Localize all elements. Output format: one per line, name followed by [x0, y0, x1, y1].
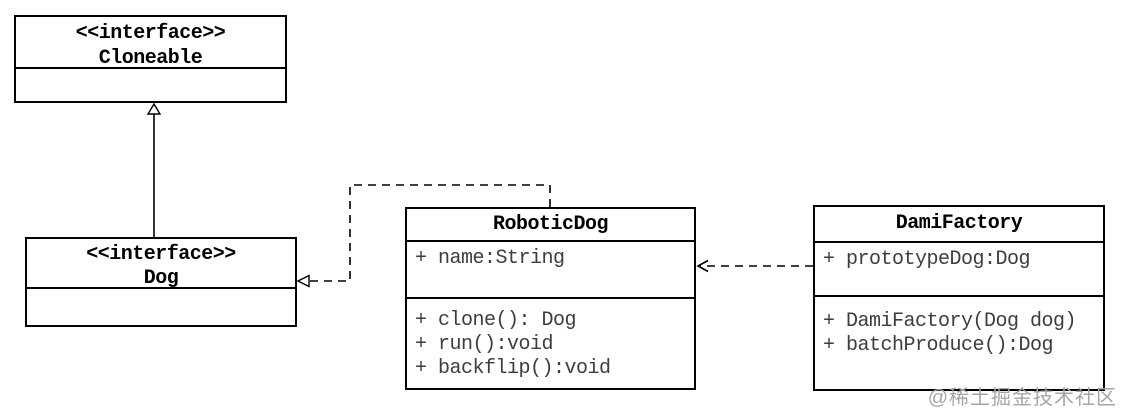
hollow-triangle-arrowhead-left — [296, 274, 310, 288]
roboticdog-attributes: + name:String — [407, 242, 694, 300]
class-box-cloneable: <<interface>> Cloneable — [14, 15, 287, 103]
roboticdog-methods: + clone(): Dog + run():void + backflip()… — [407, 299, 694, 388]
method-row: + DamiFactory(Dog dog) — [823, 310, 1077, 333]
method-row: + batchProduce():Dog — [823, 334, 1054, 357]
damifactory-attributes: + prototypeDog:Dog — [815, 243, 1103, 297]
damifactory-methods: + DamiFactory(Dog dog) + batchProduce():… — [815, 297, 1103, 389]
dog-header: <<interface>> Dog — [27, 239, 295, 290]
method-row: + run():void — [415, 333, 554, 357]
attribute-row: + prototypeDog:Dog — [823, 248, 1031, 271]
class-box-roboticdog: RoboticDog + name:String + clone(): Dog … — [405, 207, 696, 390]
dog-name: Dog — [143, 267, 179, 290]
method-row: + clone(): Dog — [415, 309, 577, 333]
dog-stereotype: <<interface>> — [86, 243, 236, 266]
realization-roboticdog-to-dog — [296, 184, 551, 288]
open-arrowhead-left — [696, 259, 709, 273]
dog-empty-compartment — [27, 289, 295, 325]
method-row: + backflip():void — [415, 357, 611, 381]
dependency-damifactory-to-roboticdog — [696, 259, 813, 273]
realization-dashed-line — [310, 184, 551, 282]
cloneable-name: Cloneable — [98, 47, 203, 70]
class-box-dog: <<interface>> Dog — [25, 237, 297, 327]
generalization-dog-to-cloneable — [146, 102, 162, 237]
hollow-triangle-arrowhead-up — [146, 102, 162, 115]
watermark: @稀土掘金技术社区 — [927, 387, 1117, 409]
damifactory-name: DamiFactory — [815, 207, 1103, 243]
cloneable-header: <<interface>> Cloneable — [16, 17, 285, 70]
attribute-row: + name:String — [415, 247, 565, 270]
class-box-damifactory: DamiFactory + prototypeDog:Dog + DamiFac… — [813, 205, 1105, 391]
cloneable-empty-compartment — [16, 69, 285, 101]
cloneable-stereotype: <<interface>> — [75, 22, 226, 45]
roboticdog-name: RoboticDog — [407, 209, 694, 242]
